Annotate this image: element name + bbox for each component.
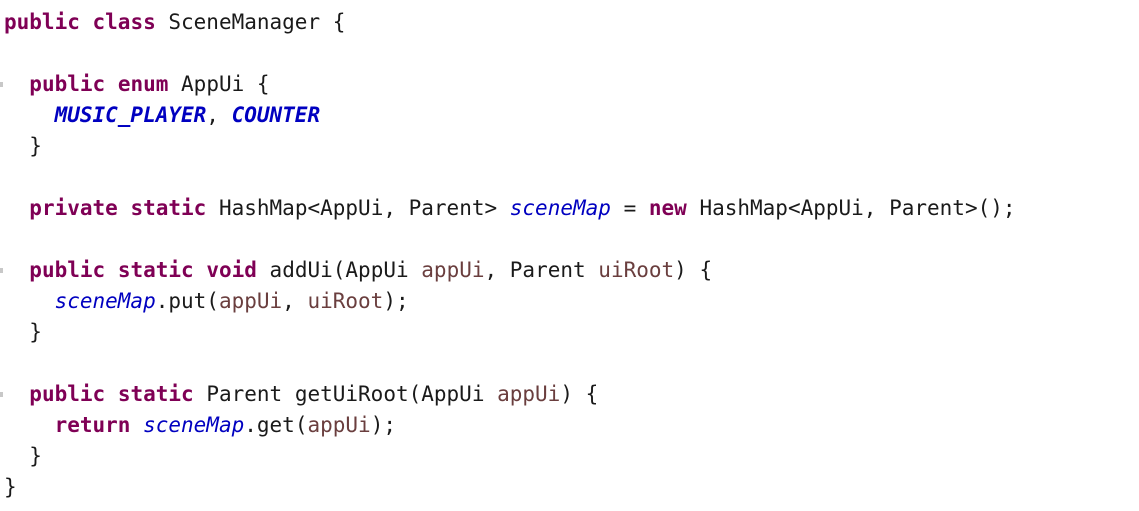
code-text: .put(: [155, 289, 219, 313]
code-text: );: [383, 289, 409, 313]
fold-marker-icon[interactable]: [0, 392, 3, 397]
code-parameter: uiRoot: [598, 258, 675, 282]
code-text: SceneManager {: [155, 10, 346, 34]
fold-marker-icon[interactable]: [0, 268, 3, 273]
code-keyword: public: [29, 258, 106, 282]
code-field: sceneMap: [509, 196, 611, 220]
code-text: [4, 289, 55, 313]
code-line[interactable]: public static void addUi(AppUi appUi, Pa…: [4, 255, 712, 286]
code-text: }: [4, 320, 42, 344]
code-text: [105, 382, 118, 406]
code-line[interactable]: }: [4, 441, 42, 472]
code-text: addUi(AppUi: [256, 258, 422, 282]
code-keyword: void: [206, 258, 257, 282]
code-line[interactable]: sceneMap.put(appUi, uiRoot);: [4, 286, 409, 317]
code-line[interactable]: public enum AppUi {: [4, 69, 270, 100]
code-line[interactable]: }: [4, 131, 42, 162]
code-keyword: public: [29, 382, 106, 406]
code-keyword: static: [117, 382, 194, 406]
code-line[interactable]: return sceneMap.get(appUi);: [4, 410, 396, 441]
code-keyword: private: [29, 196, 118, 220]
code-field: sceneMap: [143, 413, 245, 437]
fold-marker-icon[interactable]: [0, 82, 3, 87]
code-line[interactable]: public static Parent getUiRoot(AppUi app…: [4, 379, 598, 410]
code-text: Parent getUiRoot(AppUi: [193, 382, 498, 406]
code-keyword: public: [4, 10, 80, 34]
code-text: [4, 258, 29, 282]
code-text: }: [4, 134, 42, 158]
code-text: [80, 10, 93, 34]
code-text: [4, 196, 29, 220]
code-line[interactable]: }: [4, 472, 17, 503]
code-parameter: appUi: [421, 258, 485, 282]
code-line[interactable]: private static HashMap<AppUi, Parent> sc…: [4, 193, 1016, 224]
code-text: }: [4, 475, 17, 499]
code-text: [4, 413, 55, 437]
code-text: [118, 196, 131, 220]
code-text: HashMap<AppUi, Parent>: [206, 196, 510, 220]
code-text: [4, 382, 29, 406]
code-parameter: uiRoot: [307, 289, 384, 313]
code-keyword: new: [648, 196, 687, 220]
code-enum-constant: COUNTER: [231, 103, 321, 127]
code-enum-constant: MUSIC_PLAYER: [54, 103, 207, 127]
code-text: }: [4, 444, 42, 468]
code-parameter: appUi: [218, 289, 283, 313]
code-text: [4, 103, 55, 127]
code-parameter: appUi: [307, 413, 371, 437]
code-text: [105, 258, 118, 282]
code-keyword: return: [54, 413, 131, 437]
code-text: HashMap<AppUi, Parent>();: [686, 196, 1016, 220]
code-text: AppUi {: [168, 72, 270, 96]
code-field: sceneMap: [54, 289, 156, 313]
code-text: =: [610, 196, 649, 220]
code-keyword: static: [130, 196, 207, 220]
code-line[interactable]: MUSIC_PLAYER, COUNTER: [4, 100, 321, 131]
code-keyword: static: [117, 258, 194, 282]
code-text: ,: [206, 103, 232, 127]
code-parameter: appUi: [497, 382, 561, 406]
code-keyword: enum: [117, 72, 169, 96]
code-keyword: public: [29, 72, 106, 96]
code-text: ) {: [674, 258, 713, 282]
code-line[interactable]: }: [4, 317, 42, 348]
code-text: [194, 258, 207, 282]
code-text: , Parent: [484, 258, 599, 282]
code-text: [4, 72, 29, 96]
code-line[interactable]: public class SceneManager {: [4, 7, 345, 38]
code-keyword: class: [92, 10, 156, 34]
code-text: [130, 413, 143, 437]
code-text: .get(: [244, 413, 308, 437]
code-text: ) {: [560, 382, 599, 406]
code-text: );: [370, 413, 396, 437]
code-text: ,: [282, 289, 308, 313]
code-text: [105, 72, 118, 96]
